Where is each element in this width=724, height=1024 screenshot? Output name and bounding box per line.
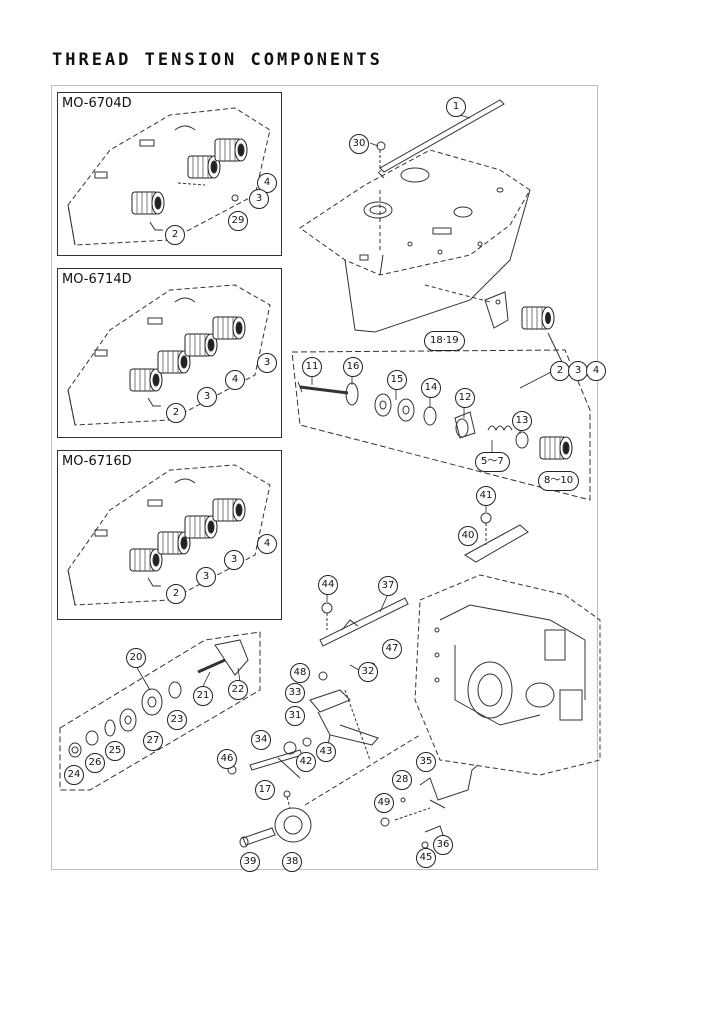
- callout-14: 14: [421, 378, 441, 398]
- callout-panel2-4: 4: [225, 370, 245, 390]
- callout-panel3-2: 2: [166, 584, 186, 604]
- diagram-frame: [51, 85, 598, 870]
- callout-40: 40: [458, 526, 478, 546]
- callout-11: 11: [302, 357, 322, 377]
- callout-16: 16: [343, 357, 363, 377]
- callout-5-7: 5～7: [475, 452, 510, 472]
- panel2-art: [67, 284, 271, 426]
- panel-title-mo-6704d: MO-6704D: [62, 96, 132, 111]
- callout-12: 12: [455, 388, 475, 408]
- callout-43: 43: [316, 742, 336, 762]
- callout-49: 49: [374, 793, 394, 813]
- callout-panel3-3b: 3: [196, 567, 216, 587]
- callout-45: 45: [416, 848, 436, 868]
- callout-34: 34: [251, 730, 271, 750]
- callout-2: 2: [550, 361, 570, 381]
- callout-23: 23: [167, 710, 187, 730]
- callout-37: 37: [378, 576, 398, 596]
- panel3-art: [67, 464, 271, 606]
- callout-22: 22: [228, 680, 248, 700]
- callout-36: 36: [433, 835, 453, 855]
- callout-panel3-3a: 3: [224, 550, 244, 570]
- callout-panel1-3: 3: [249, 189, 269, 209]
- feed-assembly-art: [59, 631, 261, 791]
- tension-assembly-art: [291, 349, 591, 501]
- callout-38: 38: [282, 852, 302, 872]
- callout-3: 3: [568, 361, 588, 381]
- callout-32: 32: [358, 662, 378, 682]
- callout-25: 25: [105, 741, 125, 761]
- callout-39: 39: [240, 852, 260, 872]
- callout-21: 21: [193, 686, 213, 706]
- callout-46: 46: [217, 749, 237, 769]
- callout-18-19: 18·19: [424, 331, 465, 351]
- callout-panel2-2: 2: [166, 403, 186, 423]
- callout-33: 33: [285, 683, 305, 703]
- callout-24: 24: [64, 765, 84, 785]
- lower-casting-art: [414, 574, 601, 776]
- callout-4: 4: [586, 361, 606, 381]
- callout-42: 42: [296, 752, 316, 772]
- callout-panel1-29: 29: [228, 211, 248, 231]
- bracket-art: [464, 512, 529, 563]
- callout-27: 27: [143, 731, 163, 751]
- callout-panel2-3a: 3: [257, 353, 277, 373]
- callout-13: 13: [512, 411, 532, 431]
- callout-26: 26: [85, 753, 105, 773]
- panel-mo-6714d: MO-6714D: [57, 268, 282, 438]
- callout-31: 31: [285, 706, 305, 726]
- callout-47: 47: [382, 639, 402, 659]
- callout-15: 15: [387, 370, 407, 390]
- callout-44: 44: [318, 575, 338, 595]
- callout-8-10: 8～10: [538, 471, 580, 491]
- panel-title-mo-6714d: MO-6714D: [62, 272, 132, 287]
- callout-panel1-2: 2: [165, 225, 185, 245]
- panel-title-mo-6716d: MO-6716D: [62, 454, 132, 469]
- callout-1: 1: [446, 97, 466, 117]
- callout-28: 28: [392, 770, 412, 790]
- callout-panel2-3b: 3: [197, 387, 217, 407]
- page-title: THREAD TENSION COMPONENTS: [52, 50, 383, 70]
- callout-30: 30: [349, 134, 369, 154]
- leader-lines: [135, 113, 556, 691]
- cam-art: [239, 734, 421, 848]
- callout-20: 20: [126, 648, 146, 668]
- callout-panel3-4: 4: [257, 534, 277, 554]
- panel1-art: [67, 107, 271, 246]
- shaft-art: [319, 597, 409, 647]
- callout-41: 41: [476, 486, 496, 506]
- callout-35: 35: [416, 752, 436, 772]
- callout-17: 17: [255, 780, 275, 800]
- upper-housing-art: [299, 99, 531, 333]
- callout-48: 48: [290, 663, 310, 683]
- lever-art: [380, 764, 479, 849]
